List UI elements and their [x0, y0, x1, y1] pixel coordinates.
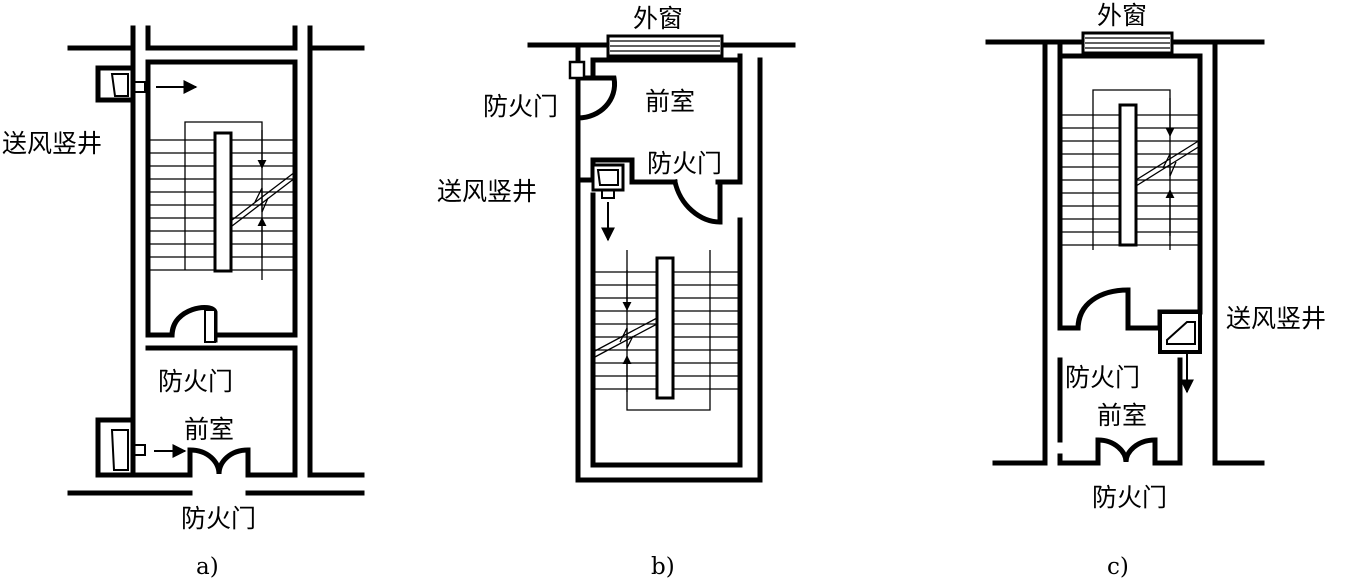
fire-door-inner-b — [672, 179, 723, 225]
air-supply-shaft-upper — [95, 65, 136, 103]
label-shaft-a: 送风竖井 — [2, 129, 102, 158]
stair-walls — [130, 45, 365, 478]
shaft-vent-c — [1166, 321, 1196, 345]
label-door-upper-a: 防火门 — [158, 367, 233, 396]
outer-walls-c — [992, 39, 1265, 466]
caption-a: a) — [196, 554, 219, 580]
stair-well-divider-c — [1118, 103, 1138, 247]
stair-well-divider — [213, 131, 233, 273]
outer-door-frame-b — [568, 60, 586, 80]
air-supply-shaft-lower — [95, 417, 136, 478]
stair-break-line-c — [1135, 139, 1201, 187]
diagram-a: 送风竖井 防火门 前室 防火门 a) — [2, 25, 365, 580]
corridor-walls-top — [67, 25, 365, 51]
label-front-room-c: 前室 — [1097, 401, 1147, 430]
window-glazing-c — [1085, 37, 1170, 49]
label-shaft-c: 送风竖井 — [1226, 304, 1326, 333]
label-door-outer-b: 防火门 — [483, 92, 558, 121]
label-door-lower-a: 防火门 — [181, 504, 256, 533]
label-door-inner-b: 防火门 — [647, 149, 722, 178]
caption-c: c) — [1107, 554, 1129, 580]
caption-b: b) — [651, 554, 675, 580]
label-window-b: 外窗 — [633, 4, 683, 33]
window-glazing-b — [610, 40, 720, 52]
fire-door-leaf-upper — [204, 309, 216, 343]
shaft-vent-upper — [110, 73, 146, 97]
label-front-room-b: 前室 — [645, 87, 695, 116]
fire-door-lower — [187, 447, 251, 478]
air-supply-shaft-c — [1158, 310, 1202, 354]
stair-well-divider-b — [655, 256, 675, 400]
fire-door-lower-c — [1095, 437, 1158, 466]
stair-break-line — [231, 171, 296, 227]
label-door-lower-c: 防火门 — [1092, 483, 1167, 512]
fire-door-outer-b — [575, 75, 618, 121]
label-window-c: 外窗 — [1097, 1, 1147, 30]
stair-break-line-b — [592, 317, 658, 359]
diagram-c: 外窗 送风竖井 防火门 前室 防火门 c) — [985, 1, 1326, 580]
diagram-b: 外窗 防火门 前室 防火门 送风竖井 b) — [437, 4, 796, 580]
label-door-upper-c: 防火门 — [1065, 363, 1140, 392]
shaft-vent-b — [596, 169, 619, 199]
label-front-room-a: 前室 — [184, 415, 234, 444]
label-shaft-b: 送风竖井 — [437, 177, 537, 206]
shaft-vent-lower — [110, 429, 146, 471]
fire-door-upper-c — [1075, 287, 1131, 331]
